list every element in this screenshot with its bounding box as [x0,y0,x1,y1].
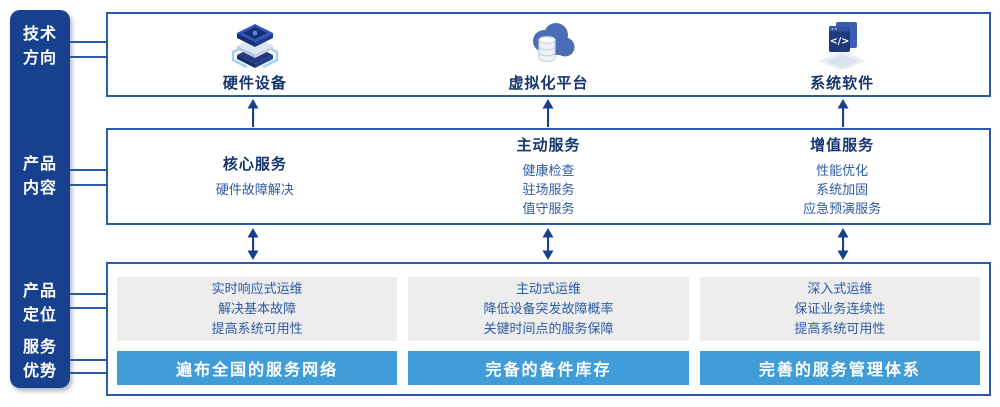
double-arrow [247,228,259,260]
sidebar-label-line: 优势 [22,363,57,380]
content-item: 驻场服务 [522,181,575,197]
positioning-line: 提高系统可用性 [794,321,886,336]
positioning-col-realtime: 实时响应式运维 解决基本故障 提高系统可用性 遍布全国的服务网络 [117,277,398,385]
positioning-panel: 主动式运维 降低设备突发故障概率 关键时间点的服务保障 [408,277,689,341]
positioning-line: 保证业务连续性 [794,301,886,316]
connector-line [70,372,107,374]
sidebar-label-line: 内容 [22,180,57,197]
cloud-database-icon [520,17,578,69]
positioning-col-proactive: 主动式运维 降低设备突发故障概率 关键时间点的服务保障 完备的备件库存 [408,277,689,385]
content-col-active: 主动服务 健康检查 驻场服务 值守服务 [402,130,696,223]
advantage-banner: 完善的服务管理体系 [699,351,980,385]
sidebar-label-line: 技术 [22,26,57,43]
svg-text:</>: </> [830,36,849,47]
connector-line [70,41,107,43]
tech-item-software: </> 系统软件 [695,14,989,95]
content-header: 核心服务 [222,155,287,173]
positioning-line: 降低设备突发故障概率 [483,301,614,316]
tech-item-virtualization: 虚拟化平台 [402,14,696,95]
connector-line [70,359,107,361]
positioning-line: 提高系统可用性 [211,321,303,336]
server-stack-icon [226,17,284,69]
content-item: 性能优化 [816,162,869,178]
content-item: 健康检查 [522,162,575,178]
code-window-icon: </> [813,17,871,69]
positioning-panel: 深入式运维 保证业务连续性 提高系统可用性 [699,277,980,341]
connector-line [70,307,107,309]
connector-line [70,56,107,58]
up-arrow [542,99,554,127]
content-col-value-added: 增值服务 性能优化 系统加固 应急预演服务 [695,130,989,223]
up-arrow [247,99,259,127]
sidebar-item-product-positioning: 产品 定位 [10,280,70,328]
connector-line [70,293,107,295]
content-item: 值守服务 [522,200,575,216]
tech-direction-box: 硬件设备 虚拟化平台 [106,12,991,97]
sidebar-item-service-advantage: 服务 优势 [10,336,70,384]
advantage-banner: 遍布全国的服务网络 [117,351,398,385]
positioning-line: 深入式运维 [807,281,873,296]
positioning-col-indepth: 深入式运维 保证业务连续性 提高系统可用性 完善的服务管理体系 [699,277,980,385]
connector-line [70,169,107,171]
sidebar-label-line: 产品 [22,283,57,300]
sidebar-label-line: 产品 [22,156,57,173]
tech-label-software: 系统软件 [810,74,875,92]
content-item: 应急预演服务 [803,200,882,216]
positioning-line: 解决基本故障 [218,301,297,316]
positioning-panel: 实时响应式运维 解决基本故障 提高系统可用性 [117,277,398,341]
tech-item-hardware: 硬件设备 [108,14,402,95]
sidebar-label-line: 定位 [22,307,57,324]
positioning-line: 关键时间点的服务保障 [483,321,614,336]
content-item: 系统加固 [816,181,869,197]
content-header: 增值服务 [810,136,875,154]
sidebar-item-product-content: 产品 内容 [10,153,70,201]
connector-line [70,184,107,186]
positioning-line: 实时响应式运维 [211,281,303,296]
double-arrow [837,228,849,260]
positioning-line: 主动式运维 [515,281,581,296]
sidebar-bar [10,10,70,388]
sidebar-item-tech-direction: 技术 方向 [10,23,70,71]
product-content-box: 核心服务 硬件故障解决 主动服务 健康检查 驻场服务 值守服务 增值服务 性能优… [106,128,991,225]
positioning-advantage-box: 实时响应式运维 解决基本故障 提高系统可用性 遍布全国的服务网络 主动式运维 降… [106,262,991,396]
advantage-banner: 完备的备件库存 [408,351,689,385]
sidebar-label-line: 方向 [22,50,57,67]
tech-label-virtualization: 虚拟化平台 [508,74,589,92]
content-header: 主动服务 [516,136,581,154]
double-arrow [542,228,554,260]
up-arrow [837,99,849,127]
content-col-core: 核心服务 硬件故障解决 [108,130,402,223]
content-item: 硬件故障解决 [215,181,294,197]
tech-label-hardware: 硬件设备 [222,74,287,92]
sidebar-label-line: 服务 [22,339,57,356]
